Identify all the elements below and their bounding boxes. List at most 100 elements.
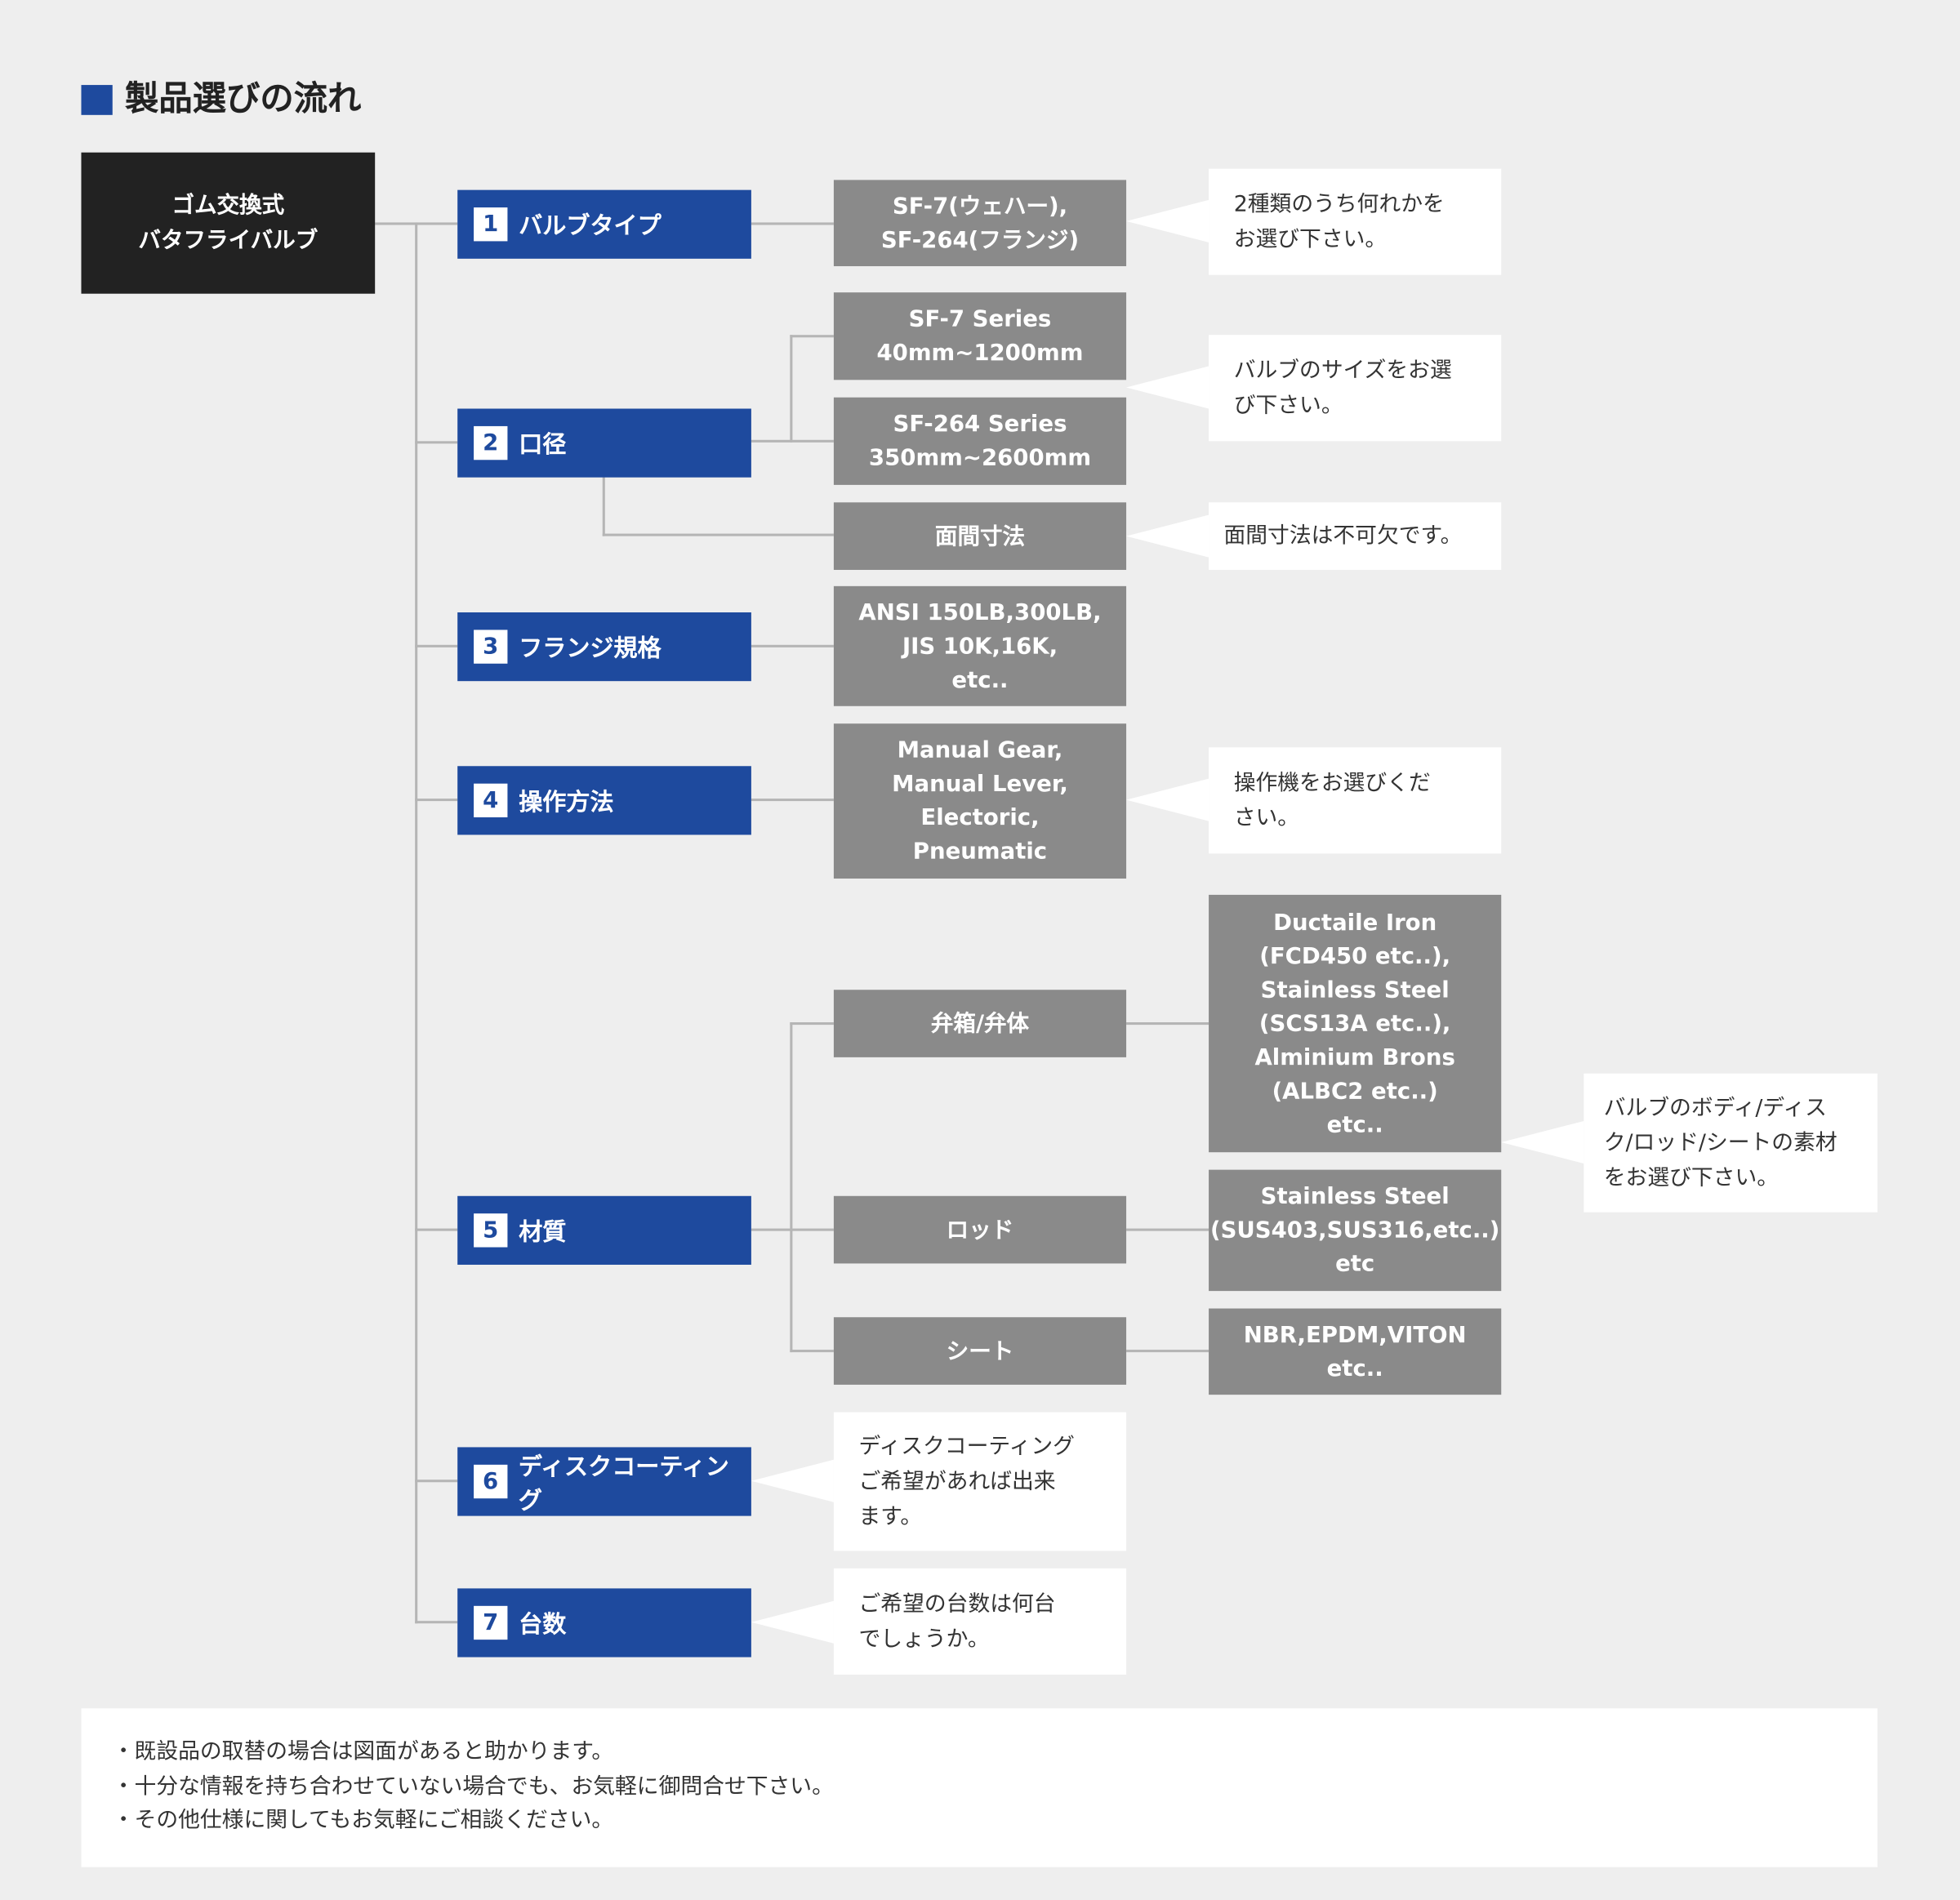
- step-number: 6: [474, 1464, 508, 1499]
- note-quantity: ご希望の台数は何台 でしょうか。: [833, 1568, 1127, 1675]
- connector: [415, 1621, 458, 1624]
- option-line: etc..: [1326, 1111, 1383, 1138]
- note-material: バルブのボディ/ディス ク/ロッド/シートの素材 をお選び下さい。: [1584, 1073, 1878, 1213]
- option-material-rod: ロッド: [833, 1195, 1127, 1264]
- root-line: ゴム交換式: [172, 191, 285, 219]
- connector: [415, 1480, 458, 1483]
- note-coating: ディスクコーティング ご希望があれば出来 ます。: [833, 1412, 1127, 1551]
- option-line: Electoric,: [920, 804, 1040, 831]
- step-label: 操作方法: [519, 788, 614, 817]
- option-size-sf264: SF-264 Series 350mm~2600mm: [833, 397, 1127, 485]
- connector: [790, 335, 793, 443]
- option-line: etc..: [951, 666, 1009, 693]
- step-label: 台数: [519, 1610, 567, 1639]
- option-material-seat: シート: [833, 1317, 1127, 1385]
- note-line: 2種類のうち何れかを: [1233, 191, 1445, 217]
- connector: [751, 799, 834, 802]
- option-line: シート: [946, 1337, 1014, 1364]
- trunk-line: [415, 222, 418, 1624]
- option-line: (SCS13A etc..),: [1258, 1010, 1451, 1037]
- option-line: etc..: [1326, 1355, 1383, 1382]
- step-operation: 4 操作方法: [457, 766, 751, 835]
- note-line: バルブのサイズをお選: [1233, 358, 1452, 384]
- note-face-to-face: 面間寸法は不可欠です。: [1209, 502, 1502, 570]
- connector: [790, 1022, 834, 1026]
- step-label: バルブタイプ: [519, 212, 662, 240]
- footer-note: ・十分な情報を持ち合わせていない場合でも、お気軽に御問合せ下さい。: [112, 1773, 834, 1800]
- connector: [415, 799, 458, 802]
- note-line: さい。: [1233, 805, 1300, 831]
- option-line: Pneumatic: [912, 839, 1048, 865]
- connector: [602, 476, 605, 536]
- option-line: Manual Lever,: [892, 771, 1068, 798]
- note-pointer-icon: [1126, 199, 1209, 243]
- option-line: SF-7 Series: [908, 305, 1052, 333]
- note-pointer-icon: [751, 1459, 834, 1502]
- connector: [602, 533, 834, 536]
- option-line: Alminium Brons: [1254, 1043, 1455, 1070]
- connector: [751, 222, 834, 225]
- page-title: 製品選びの流れ: [125, 79, 362, 119]
- option-line: (FCD450 etc..),: [1259, 942, 1451, 969]
- note-pointer-icon: [1126, 778, 1209, 821]
- step-label: フランジ規格: [519, 634, 662, 663]
- footer-note: ・その他仕様に関してもお気軽にご相談ください。: [112, 1808, 614, 1834]
- option-line: Stainless Steel: [1260, 977, 1450, 1003]
- option-line: 350mm~2600mm: [868, 444, 1092, 472]
- title-marker-icon: [81, 85, 113, 115]
- step-number: 7: [474, 1605, 508, 1640]
- option-seat-materials: NBR,EPDM,VITON etc..: [1209, 1308, 1502, 1395]
- connector: [415, 644, 458, 647]
- note-line: お選び下さい。: [1233, 226, 1388, 252]
- option-rod-materials: Stainless Steel (SUS403,SUS316,etc..) et…: [1209, 1169, 1502, 1292]
- connector: [790, 1022, 793, 1353]
- option-line: etc: [1335, 1251, 1375, 1278]
- option-line: NBR,EPDM,VITON: [1243, 1321, 1467, 1348]
- note-line: ク/ロッド/シートの素材: [1603, 1130, 1838, 1156]
- option-line: SF-264 Series: [893, 411, 1067, 438]
- option-line: Ductaile Iron: [1273, 909, 1437, 936]
- note-pointer-icon: [751, 1600, 834, 1644]
- option-line: 40mm~1200mm: [876, 340, 1084, 367]
- step-number: 4: [474, 783, 508, 818]
- option-line: Manual Gear,: [897, 737, 1063, 764]
- option-line: (SUS403,SUS316,etc..): [1209, 1217, 1500, 1244]
- connector: [1126, 1022, 1209, 1026]
- note-pointer-icon: [1501, 1120, 1584, 1164]
- option-line: 面間寸法: [934, 523, 1026, 550]
- note-line: ご希望の台数は何台: [858, 1591, 1056, 1617]
- connector: [790, 1350, 834, 1353]
- option-line: SF-264(フランジ): [880, 226, 1080, 253]
- step-disc-coating: 6 ディスクコーティング: [457, 1447, 751, 1516]
- option-line: Stainless Steel: [1260, 1183, 1450, 1210]
- step-number: 5: [474, 1213, 508, 1248]
- step-material: 5 材質: [457, 1195, 751, 1265]
- note-line: ご希望があれば出来: [858, 1469, 1056, 1494]
- note-line: ます。: [858, 1504, 923, 1529]
- connector: [415, 1228, 458, 1231]
- step-quantity: 7 台数: [457, 1588, 751, 1657]
- footer-note: ・既設品の取替の場合は図面があると助かります。: [112, 1739, 614, 1765]
- root-product-box: ゴム交換式 バタフライバルブ: [81, 152, 376, 294]
- note-line: バルブのボディ/ディス: [1603, 1095, 1827, 1121]
- step-number: 3: [474, 630, 508, 664]
- step-flange-standard: 3 フランジ規格: [457, 612, 751, 682]
- step-label: 材質: [519, 1218, 567, 1247]
- step-label: ディスクコーティング: [518, 1453, 729, 1515]
- option-body-materials: Ductaile Iron (FCD450 etc..), Stainless …: [1209, 894, 1502, 1153]
- option-line: JIS 10K,16K,: [902, 633, 1058, 660]
- footer-notes: ・既設品の取替の場合は図面があると助かります。 ・十分な情報を持ち合わせていない…: [81, 1708, 1878, 1867]
- note-line: 面間寸法は不可欠です。: [1223, 523, 1463, 549]
- note-line: 操作機をお選びくだ: [1233, 770, 1431, 796]
- option-flange: ANSI 150LB,300LB, JIS 10K,16K, etc..: [833, 585, 1127, 706]
- step-label: 口径: [519, 431, 567, 459]
- option-operation: Manual Gear, Manual Lever, Electoric, Pn…: [833, 723, 1127, 879]
- step-valve-type: 1 バルブタイプ: [457, 189, 751, 259]
- connector: [1126, 1228, 1209, 1231]
- note-line: び下さい。: [1233, 393, 1343, 418]
- option-size-sf7: SF-7 Series 40mm~1200mm: [833, 292, 1127, 380]
- option-line: ロッド: [946, 1217, 1014, 1244]
- connector: [415, 441, 458, 444]
- connector: [751, 644, 834, 647]
- note-line: をお選び下さい。: [1603, 1165, 1780, 1190]
